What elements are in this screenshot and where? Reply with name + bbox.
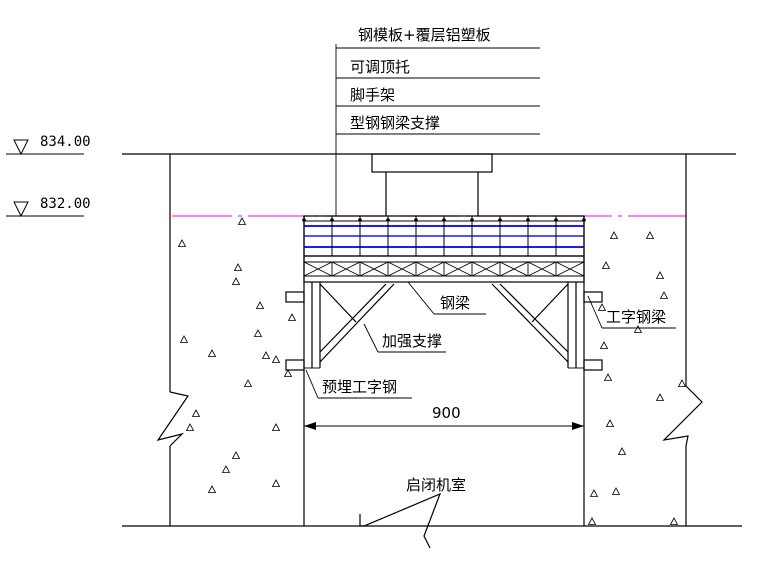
- post-cap: [526, 218, 530, 222]
- steel-beam-truss: [303, 255, 585, 283]
- label-embedded-i-steel: 预埋工字钢: [322, 378, 397, 396]
- elevation-832-label: 832.00: [40, 196, 91, 212]
- post-cap: [498, 218, 502, 222]
- hatch-triangle: [655, 393, 665, 401]
- dimension-900-label: 900: [432, 404, 461, 422]
- leader-stack: 钢模板+覆层铝塑板 可调顶托 脚手架 型钢钢梁支撑: [335, 26, 540, 216]
- post-cap: [386, 218, 390, 222]
- hatch-triangle: [609, 231, 619, 239]
- hatch-triangle: [271, 423, 281, 431]
- hatch-triangle: [233, 263, 243, 271]
- hatch-triangle: [589, 489, 599, 497]
- post-cap: [358, 218, 362, 222]
- post-cap: [442, 218, 446, 222]
- truss-diagonal: [331, 261, 361, 277]
- truss-diagonal: [555, 261, 585, 277]
- elevation-834-label: 834.00: [40, 134, 91, 150]
- hatch-triangle: [655, 271, 665, 279]
- truss-diagonal: [303, 261, 333, 277]
- truss-diagonal: [499, 261, 529, 277]
- hatch-triangle: [283, 369, 293, 377]
- hatch-triangle: [221, 465, 231, 473]
- label-steel-beam-support: 型钢钢梁支撑: [350, 114, 440, 132]
- label-scaffold: 脚手架: [350, 86, 395, 104]
- break-symbol: [359, 492, 442, 549]
- post-cap: [470, 218, 474, 222]
- hatch-triangle: [633, 325, 643, 333]
- formwork-scaffold: [302, 215, 586, 257]
- truss-diagonal: [527, 261, 557, 277]
- elevation-marker-834: 834.00: [6, 134, 91, 156]
- post-cap: [554, 218, 558, 222]
- elevation-marker-832: 832.00: [6, 196, 91, 218]
- truss-diagonal: [387, 261, 417, 277]
- post-cap: [414, 218, 418, 222]
- dimension-900: 900: [304, 404, 584, 430]
- hatch-triangle: [597, 303, 607, 311]
- hatch-triangle: [287, 313, 297, 321]
- callout-i-beam: 工字钢梁: [587, 295, 676, 329]
- concrete-hatch: [177, 217, 687, 525]
- hatch-triangle: [605, 419, 615, 427]
- hatch-triangle: [243, 379, 253, 387]
- label-i-beam: 工字钢梁: [606, 308, 666, 326]
- label-adjustable-support: 可调顶托: [350, 58, 410, 76]
- room-label: 启闭机室: [406, 476, 466, 494]
- hatch-triangle: [599, 341, 609, 349]
- label-steel-beam: 钢梁: [440, 294, 470, 312]
- right-wall: [583, 154, 703, 526]
- hatch-triangle: [185, 423, 195, 431]
- post-cap: [582, 218, 586, 222]
- hatch-triangle: [261, 351, 271, 359]
- hatch-triangle: [255, 301, 265, 309]
- hatch-triangle: [603, 373, 613, 381]
- callout-embedded-i-steel: 预埋工字钢: [305, 369, 412, 399]
- hatch-triangle: [271, 479, 281, 487]
- truss-diagonal: [443, 261, 473, 277]
- upper-column: [371, 153, 493, 216]
- embedded-i-steel: [285, 291, 603, 371]
- label-formwork: 钢模板+覆层铝塑板: [358, 26, 491, 44]
- hatch-triangle: [677, 379, 687, 387]
- support-frame: [311, 282, 577, 368]
- hatch-triangle: [231, 451, 241, 459]
- callout-bracing: 加强支撑: [363, 323, 446, 353]
- hatch-triangle: [271, 355, 281, 363]
- hatch-triangle: [231, 277, 241, 285]
- hatch-triangle: [253, 329, 263, 337]
- hatch-triangle: [191, 409, 201, 417]
- truss-diagonal: [415, 261, 445, 277]
- post-cap: [330, 218, 334, 222]
- hatch-triangle: [177, 239, 187, 247]
- hatch-triangle: [179, 335, 189, 343]
- hatch-triangle: [645, 231, 655, 239]
- hatch-triangle: [669, 517, 679, 525]
- post-cap: [302, 218, 306, 222]
- truss-diagonal: [471, 261, 501, 277]
- left-wall: [156, 154, 305, 526]
- label-bracing: 加强支撑: [382, 332, 442, 350]
- hatch-triangle: [601, 261, 611, 269]
- hatch-triangle: [237, 217, 247, 225]
- hatch-triangle: [587, 517, 597, 525]
- hatch-triangle: [617, 447, 627, 455]
- hatch-triangle: [611, 487, 621, 495]
- hatch-triangle: [659, 291, 669, 299]
- truss-diagonal: [359, 261, 389, 277]
- hatch-triangle: [207, 485, 217, 493]
- callout-steel-beam: 钢梁: [407, 281, 486, 315]
- hatch-triangle: [207, 349, 217, 357]
